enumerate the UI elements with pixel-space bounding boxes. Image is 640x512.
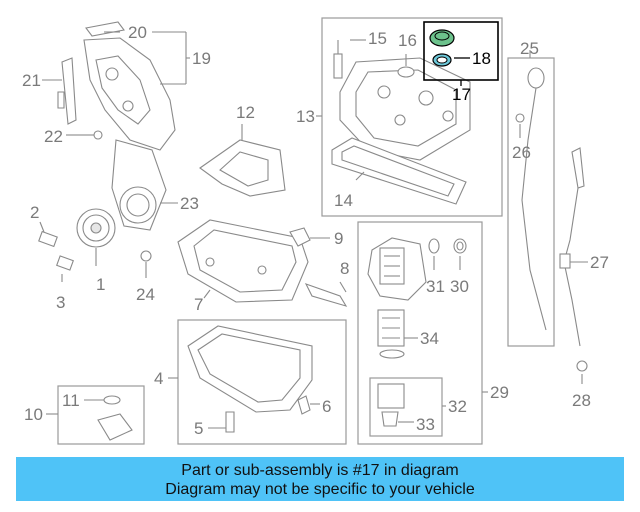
banner-line-1: Part or sub-assembly is #17 in diagram <box>181 462 459 479</box>
callout-13[interactable]: 13 <box>296 107 315 126</box>
callout-21[interactable]: 21 <box>22 71 41 90</box>
callout-23[interactable]: 23 <box>180 194 199 213</box>
callout-30[interactable]: 30 <box>450 277 469 296</box>
callout-24[interactable]: 24 <box>136 285 155 304</box>
callout-7[interactable]: 7 <box>194 295 203 314</box>
callout-25[interactable]: 25 <box>520 39 539 58</box>
callout-27[interactable]: 27 <box>590 253 609 272</box>
valve-cover-group <box>316 17 503 217</box>
callout-26[interactable]: 26 <box>512 143 531 162</box>
callout-17[interactable]: 17 <box>452 85 471 104</box>
banner-line-2: Diagram may not be specific to your vehi… <box>165 481 475 498</box>
oil-level-sensor-group <box>46 385 145 445</box>
callout-31[interactable]: 31 <box>426 277 445 296</box>
callout-10[interactable]: 10 <box>24 405 43 424</box>
callout-8[interactable]: 8 <box>340 259 349 278</box>
timing-cover-group <box>42 21 190 231</box>
callout-14[interactable]: 14 <box>334 191 353 210</box>
callout-11[interactable]: 11 <box>62 391 80 410</box>
callout-29[interactable]: 29 <box>490 383 509 402</box>
callout-6[interactable]: 6 <box>322 397 331 416</box>
crank-pulley-and-bolts <box>38 208 152 282</box>
oil-pan-upper-group <box>177 124 348 307</box>
callout-19[interactable]: 19 <box>192 49 211 68</box>
callout-12[interactable]: 12 <box>236 103 255 122</box>
oil-pan-lower-group <box>168 319 347 445</box>
dipstick-group <box>507 50 588 384</box>
callout-1[interactable]: 1 <box>96 275 105 294</box>
callout-4[interactable]: 4 <box>154 369 163 388</box>
callout-5[interactable]: 5 <box>194 419 203 438</box>
callout-33[interactable]: 33 <box>416 415 435 434</box>
oil-filter-housing-group <box>357 221 488 445</box>
callout-32[interactable]: 32 <box>448 397 467 416</box>
oil-filler-cap-highlight <box>423 21 499 86</box>
callout-2[interactable]: 2 <box>30 203 39 222</box>
callout-34[interactable]: 34 <box>420 329 439 348</box>
callout-28[interactable]: 28 <box>572 391 591 410</box>
callout-16[interactable]: 16 <box>398 31 417 50</box>
callout-20[interactable]: 20 <box>128 23 147 42</box>
callout-9[interactable]: 9 <box>334 229 343 248</box>
info-banner: Part or sub-assembly is #17 in diagram D… <box>16 457 624 501</box>
callout-3[interactable]: 3 <box>56 293 65 312</box>
callout-15[interactable]: 15 <box>368 29 387 48</box>
engine-parts-diagram: 1 2 3 4 5 6 7 8 9 10 11 12 13 14 15 16 1… <box>22 17 609 445</box>
callout-18[interactable]: 18 <box>472 49 491 68</box>
callout-22[interactable]: 22 <box>44 127 63 146</box>
